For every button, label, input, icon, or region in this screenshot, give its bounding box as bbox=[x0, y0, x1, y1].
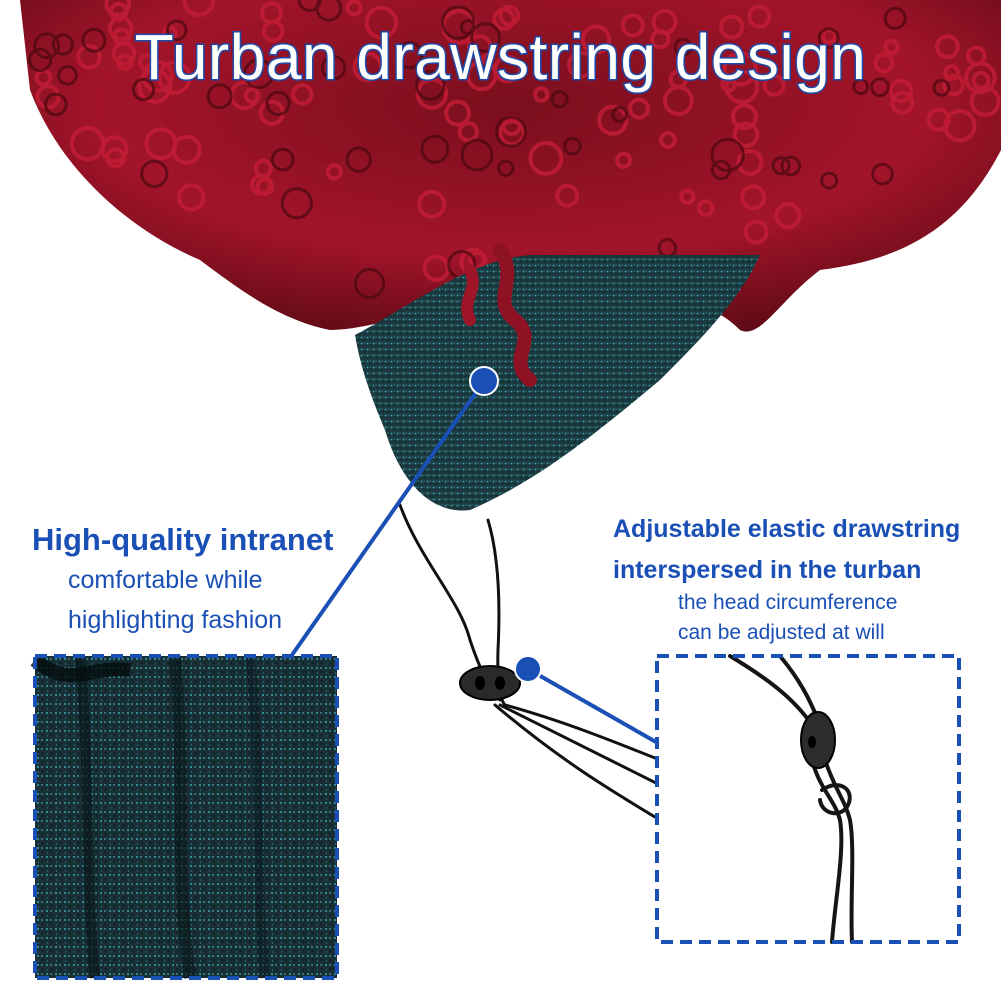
left-leader-line bbox=[290, 379, 486, 657]
turban-fabric bbox=[355, 255, 760, 511]
right-leader-line bbox=[527, 667, 657, 744]
right-leader-dot bbox=[514, 655, 542, 683]
left-callout-line-1: comfortable while bbox=[68, 566, 263, 594]
right-callout-heading-2: interspersed in the turban bbox=[613, 556, 922, 584]
right-callout-line-1: the head circumference bbox=[678, 591, 898, 614]
left-leader-dot bbox=[469, 366, 499, 396]
right-callout-line-2: can be adjusted at will bbox=[678, 621, 885, 644]
left-callout-line-2: highlighting fashion bbox=[68, 606, 283, 634]
left-callout-heading: High-quality intranet bbox=[32, 522, 334, 557]
cord-lock-closeup bbox=[800, 711, 836, 769]
drawstring-closeup-inset bbox=[655, 654, 961, 944]
hair-curls bbox=[20, 0, 1001, 353]
right-callout-heading-1: Adjustable elastic drawstring bbox=[613, 515, 961, 543]
page-title: Turban drawstring design bbox=[133, 20, 867, 95]
fabric-closeup-inset bbox=[30, 654, 339, 980]
cord-lock bbox=[459, 665, 521, 701]
